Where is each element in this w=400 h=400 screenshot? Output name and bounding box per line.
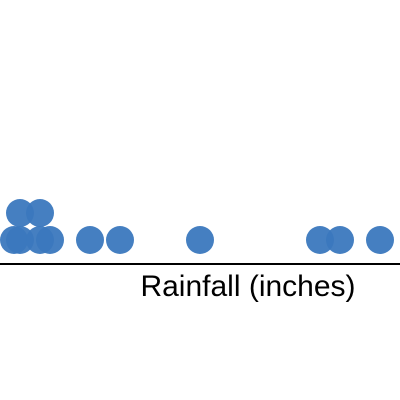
data-dot-5 — [36, 226, 64, 254]
data-dot-9 — [306, 226, 334, 254]
data-dot-7 — [106, 226, 134, 254]
data-dot-4 — [26, 199, 54, 227]
data-dot-8 — [186, 226, 214, 254]
data-dot-2 — [6, 199, 34, 227]
dots-layer — [0, 199, 394, 254]
data-dot-1 — [6, 226, 34, 254]
data-dot-6 — [76, 226, 104, 254]
data-dot-11 — [366, 226, 394, 254]
x-axis-label: Rainfall (inches) — [140, 270, 355, 303]
data-dot-10 — [326, 226, 354, 254]
